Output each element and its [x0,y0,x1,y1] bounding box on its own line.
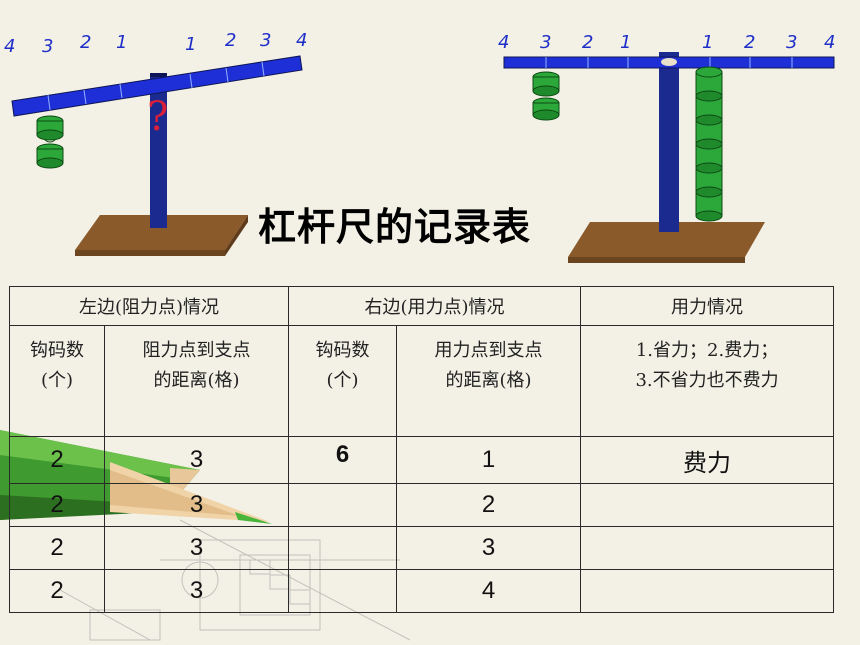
force-cell[interactable] [580,569,835,613]
table-row: 2 3 4 [9,569,835,613]
right-balance-left-weights [532,71,560,121]
right-count-cell[interactable]: 6 [288,436,398,484]
header-force: 用力情况 [580,286,835,326]
header-left: 左边(阻力点)情况 [8,286,290,326]
left-distance-cell: 3 [103,569,290,613]
tick-label: 3 [786,32,797,53]
right-distance-cell: 1 [396,436,582,484]
subheader-right-count: 钩码数 (个) [288,325,398,437]
table-header-row: 左边(阻力点)情况 右边(用力点)情况 用力情况 [8,286,835,326]
right-count-cell[interactable] [288,526,398,570]
left-distance-cell: 3 [103,526,290,570]
tick-label: 4 [296,30,307,51]
header-right: 右边(用力点)情况 [288,286,582,326]
subheader-left-count: 钩码数 (个) [9,325,105,437]
table-row: 2 3 3 [9,526,835,570]
tick-label: 2 [225,30,236,51]
tick-label: 3 [42,36,53,57]
table-subheader-row: 钩码数 (个) 阻力点到支点 的距离(格) 钩码数 (个) 用力点到支点 的距离… [9,325,835,437]
table-row: 2 3 6 1 费力 [9,436,835,484]
right-distance-cell: 4 [396,569,582,613]
left-distance-cell: 3 [103,483,290,527]
left-count-cell: 2 [9,483,105,527]
question-mark: ? [147,94,168,140]
subheader-right-distance: 用力点到支点 的距离(格) [396,325,582,437]
left-balance-weights [36,115,64,169]
tick-label: 1 [185,34,196,55]
force-cell[interactable] [580,483,835,527]
subheader-force-legend: 1.省力；2.费力； 3.不省力也不费力 [580,325,835,437]
right-count-cell[interactable] [288,483,398,527]
right-distance-cell: 2 [396,483,582,527]
tick-label: 1 [116,32,127,53]
tick-label: 3 [540,32,551,53]
right-balance: 4 3 2 1 1 2 3 4 [498,32,835,263]
tick-label: 4 [824,32,835,53]
left-count-cell: 2 [9,436,105,484]
subheader-left-distance: 阻力点到支点 的距离(格) [103,325,290,437]
left-balance: ? 4 3 2 1 1 2 3 4 [4,30,307,256]
left-count-cell: 2 [9,526,105,570]
right-balance-right-weights [695,66,723,222]
tick-label: 4 [4,36,15,57]
right-count-cell[interactable] [288,569,398,613]
tick-label: 1 [702,32,713,53]
left-distance-cell: 3 [103,436,290,484]
tick-label: 2 [80,32,91,53]
left-count-cell: 2 [9,569,105,613]
tick-label: 2 [582,32,593,53]
tick-label: 3 [260,30,271,51]
tick-label: 2 [744,32,755,53]
force-cell[interactable] [580,526,835,570]
tick-label: 4 [498,32,509,53]
page-title: 杠杆尺的记录表 [258,205,532,249]
tick-label: 1 [620,32,631,53]
force-cell[interactable]: 费力 [580,436,835,484]
right-distance-cell: 3 [396,526,582,570]
table-row: 2 3 2 [9,483,835,527]
record-table: 左边(阻力点)情况 右边(用力点)情况 用力情况 钩码数 (个) 阻力点到支点 … [8,286,835,613]
